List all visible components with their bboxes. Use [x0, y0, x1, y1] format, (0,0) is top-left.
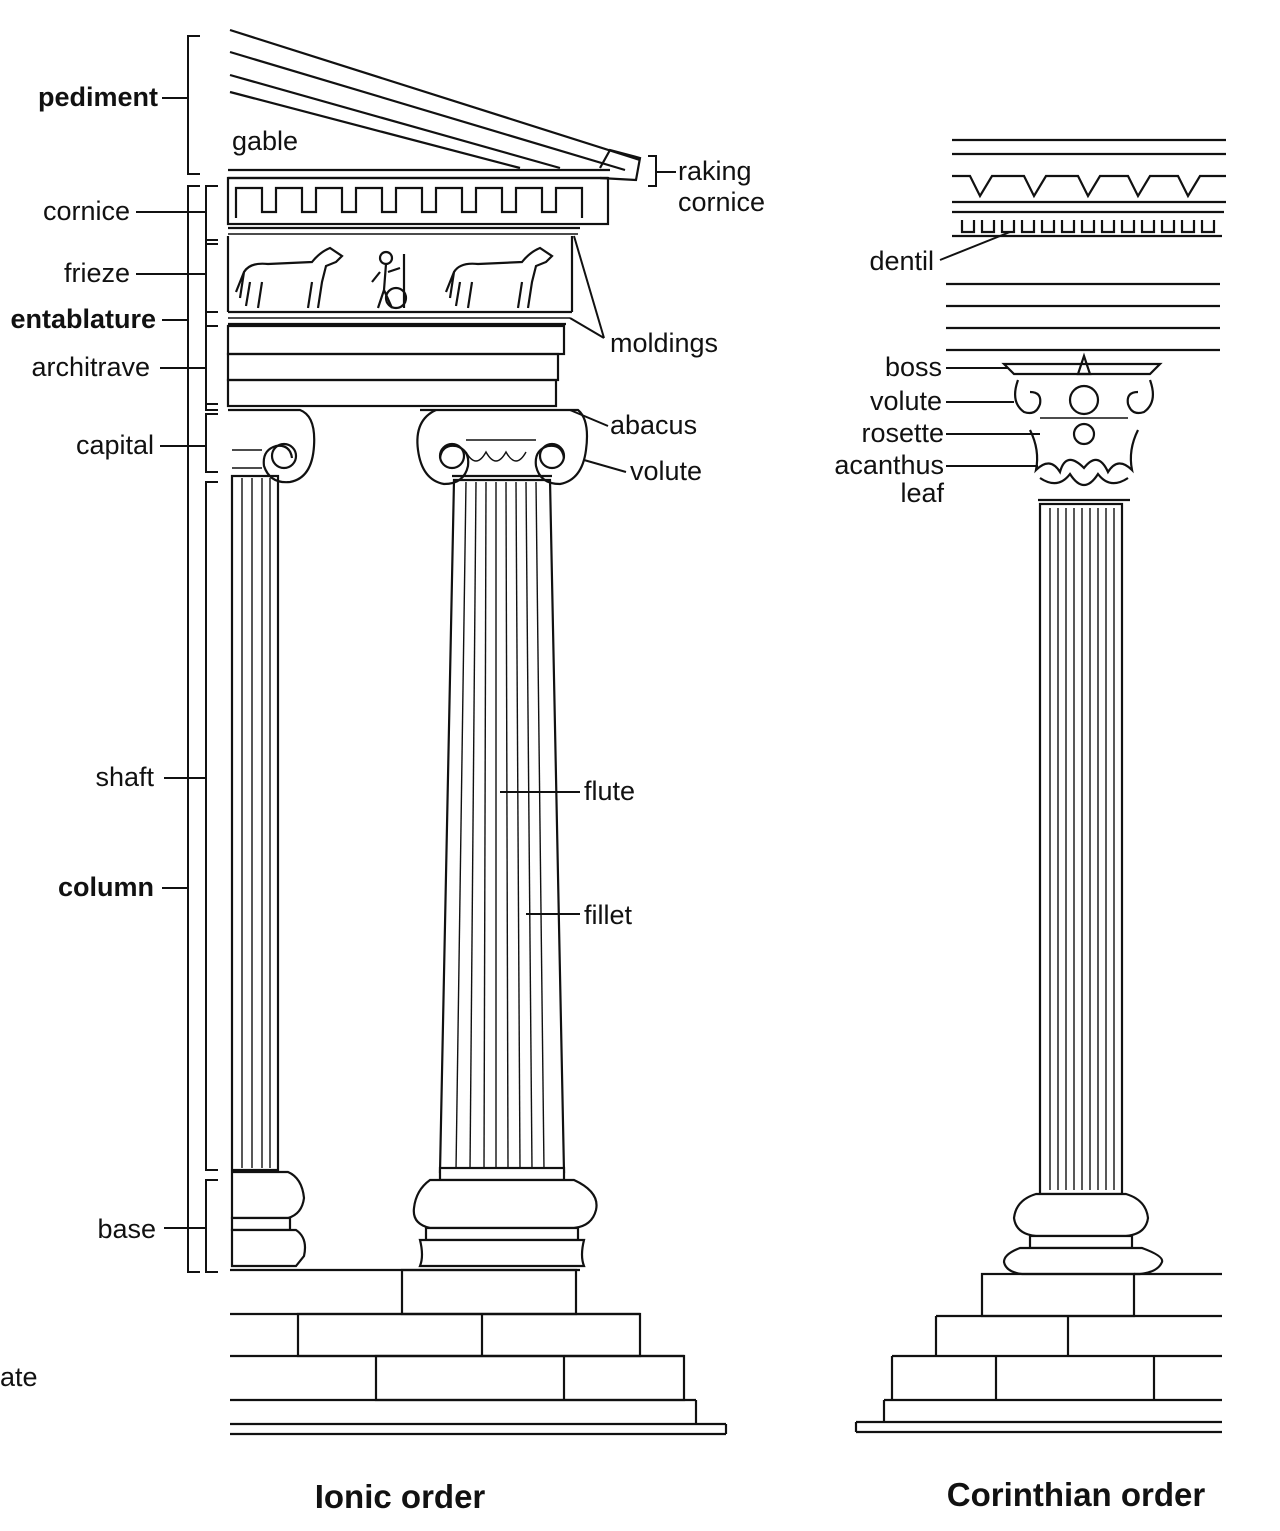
label-architrave: architrave [31, 352, 150, 382]
label-column: column [58, 872, 154, 902]
label-capital: capital [76, 430, 154, 460]
label-acanthus-2: leaf [900, 478, 944, 508]
label-boss: boss [885, 352, 942, 382]
label-abacus: abacus [610, 410, 697, 440]
label-cornice: cornice [43, 196, 130, 226]
label-shaft: shaft [95, 762, 154, 792]
label-base: base [97, 1214, 156, 1244]
label-volute-corinthian: volute [870, 386, 942, 416]
label-rosette: rosette [861, 418, 944, 448]
label-frieze: frieze [64, 258, 130, 288]
ionic-steps [230, 1268, 728, 1436]
label-raking-cornice-1: raking [678, 156, 752, 186]
ionic-base-right [412, 1166, 598, 1268]
label-moldings: moldings [610, 328, 718, 358]
captions: Ionic order Corinthian order [315, 1476, 1206, 1515]
ionic-base-left [230, 1170, 307, 1268]
ionic-capital-right [416, 408, 589, 486]
ionic-order-drawing [136, 28, 728, 1436]
label-flute: flute [584, 776, 635, 806]
label-pediment: pediment [38, 82, 158, 112]
corinthian-base [1002, 1192, 1164, 1276]
frieze-horse-left [234, 246, 344, 309]
ionic-leader-lines [136, 97, 676, 1229]
pediment-shape [228, 28, 642, 182]
frieze-shape [226, 236, 574, 326]
caption-corinthian-order: Corinthian order [947, 1476, 1206, 1513]
corinthian-labels: dentil boss volute rosette acanthus leaf [834, 246, 944, 508]
corinthian-shaft [1038, 502, 1124, 1196]
corinthian-steps [854, 1272, 1222, 1434]
label-entablature: entablature [10, 304, 156, 334]
left-brackets [187, 35, 657, 1273]
label-dentil: dentil [869, 246, 934, 276]
label-acanthus-1: acanthus [834, 450, 944, 480]
ionic-shaft-left [230, 474, 280, 1172]
corinthian-entablature [946, 138, 1226, 352]
frieze-figure [371, 250, 408, 310]
ionic-labels: pediment gable raking cornice cornice fr… [0, 82, 765, 1392]
caption-ionic-order: Ionic order [315, 1478, 486, 1515]
ionic-shaft-right [438, 478, 566, 1174]
label-fillet: fillet [584, 900, 633, 930]
label-volute: volute [630, 456, 702, 486]
corinthian-capital [1001, 352, 1163, 502]
ionic-capital-left [228, 408, 316, 484]
corinthian-order-drawing [854, 138, 1226, 1434]
architrave-shape [226, 324, 566, 408]
corinthian-leader-lines [939, 231, 1040, 467]
label-raking-cornice-2: cornice [678, 187, 765, 217]
cornice-shape [226, 176, 610, 235]
label-gable: gable [232, 126, 298, 156]
label-stylobate-fragment: ate [0, 1362, 38, 1392]
frieze-horse-right [444, 246, 554, 309]
